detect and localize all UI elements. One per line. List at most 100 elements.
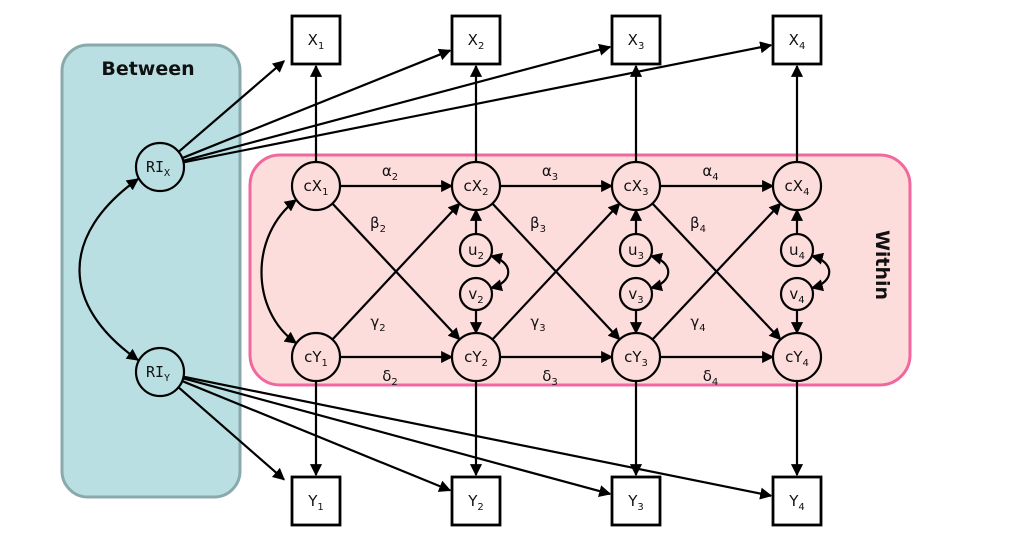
latent-cy1-node [290, 331, 342, 383]
residual-v3-label-base: v [628, 285, 637, 303]
ri-x-to-x3 [182, 43, 612, 162]
ri-x-label-base: RI [146, 158, 164, 176]
observed-x2-label-base: X [468, 31, 478, 49]
within-panel [248, 153, 912, 387]
residual-u3-label-base: u [628, 241, 638, 259]
beta-label-2-base: β [370, 214, 380, 232]
alpha-label-2-subscript: 2 [392, 172, 398, 183]
beta-label-4-base: β [690, 214, 700, 232]
gamma-path-2 [331, 202, 461, 341]
latent-cy2-node [450, 331, 502, 383]
alpha-label-4-base: α [702, 162, 712, 180]
observed-y2-box [450, 475, 502, 527]
observed-y1-box [290, 475, 342, 527]
observed-y2-label-base: Y [467, 492, 478, 510]
residual-v2-label-base: v [468, 285, 477, 303]
beta-label-3: β3 [530, 214, 546, 235]
residual-v4-node [779, 276, 815, 312]
observed-y3-box [610, 475, 662, 527]
alpha-label-3-subscript: 3 [552, 172, 558, 183]
residual-u3-node [618, 232, 654, 268]
ri-x-to-x4 [183, 41, 773, 164]
beta-label-2-subscript: 2 [380, 224, 386, 235]
residual-u4-node [779, 232, 815, 268]
latent-cx2-label-subscript: 2 [482, 187, 488, 198]
u3-v3-covariance [649, 252, 670, 292]
gamma-label-2-subscript: 2 [379, 323, 385, 334]
between-title: Between [101, 58, 194, 80]
nodes-layer: RIXRIYX1Y1cX1cY1X2Y2cX2cY2u2v2X3Y3cX3cY3… [134, 14, 823, 527]
observed-y2-label: Y2 [467, 492, 484, 513]
latent-cx3-label-base: cX [624, 177, 643, 195]
observed-x1-box [290, 14, 342, 66]
latent-cy3-node [610, 331, 662, 383]
observed-x3-label-subscript: 3 [638, 41, 644, 52]
ri-y-to-y3 [182, 377, 612, 497]
delta-label-2: δ2 [382, 367, 398, 388]
observed-y1-label: Y1 [307, 492, 324, 513]
alpha-label-2-base: α [382, 162, 392, 180]
observed-y1-label-subscript: 1 [317, 502, 323, 513]
latent-cx1-label-base: cX [304, 177, 323, 195]
observed-x4-label-subscript: 4 [799, 41, 805, 52]
observed-x4-box [771, 14, 823, 66]
observed-y4-label: Y4 [788, 492, 805, 513]
alpha-label-3-base: α [542, 162, 552, 180]
observed-x1-label: X1 [308, 31, 325, 52]
gamma-label-2: γ2 [370, 313, 385, 334]
residual-u4-label: u4 [789, 241, 805, 262]
ri-y-to-y4 [183, 375, 773, 500]
alpha-label-4-subscript: 4 [712, 172, 718, 183]
latent-cy1-label: cY1 [304, 348, 328, 369]
gamma-label-3-base: γ [530, 313, 539, 331]
ri-y-to-y1 [177, 386, 285, 481]
latent-cx3-label: cX3 [624, 177, 649, 198]
beta-label-3-base: β [530, 214, 540, 232]
beta-label-4-subscript: 4 [700, 224, 706, 235]
residual-v3-node [618, 276, 654, 312]
delta-label-3-base: δ [542, 367, 551, 385]
latent-cy4-label-subscript: 4 [803, 358, 809, 369]
latent-cx2-node [450, 160, 502, 212]
gamma-label-4-subscript: 4 [699, 323, 705, 334]
residual-u2-label-base: u [468, 241, 478, 259]
beta-label-3-subscript: 3 [540, 224, 546, 235]
delta-label-3-subscript: 3 [551, 377, 557, 388]
observed-y2-label-subscript: 2 [477, 502, 483, 513]
ri-y-node [134, 346, 186, 398]
residual-v2-node [458, 276, 494, 312]
observed-x1-label-base: X [308, 31, 318, 49]
residual-u3-label-subscript: 3 [638, 251, 644, 262]
delta-label-2-subscript: 2 [391, 377, 397, 388]
latent-cy3-label-base: cY [624, 348, 642, 366]
u4-v4-covariance [810, 252, 831, 292]
observed-y3-label-base: Y [627, 492, 638, 510]
observed-x4-label: X4 [789, 31, 806, 52]
latent-cy2-label: cY2 [464, 348, 488, 369]
latent-cy2-label-base: cY [464, 348, 482, 366]
ri-y-label-subscript: Y [164, 373, 170, 384]
latent-cy2-label-subscript: 2 [482, 358, 488, 369]
ri-y-label: RIY [146, 363, 170, 384]
observed-x2-label-subscript: 2 [478, 41, 484, 52]
gamma-path-4 [651, 202, 782, 341]
alpha-label-3: α3 [542, 162, 558, 183]
observed-x2-box [450, 14, 502, 66]
delta-label-4: δ4 [703, 367, 719, 388]
observed-x4-label-base: X [789, 31, 799, 49]
residual-u2-node [458, 232, 494, 268]
latent-cx1-label-subscript: 1 [322, 187, 328, 198]
residual-u4-label-subscript: 4 [799, 251, 805, 262]
within-title: Within [871, 230, 893, 300]
latent-cx4-label-subscript: 4 [803, 187, 809, 198]
latent-cy1-label-subscript: 1 [322, 358, 328, 369]
observed-x1-label-subscript: 1 [318, 41, 324, 52]
gamma-path-3 [491, 202, 621, 341]
ri-x-node [134, 141, 186, 193]
observed-y1-label-base: Y [307, 492, 318, 510]
residual-v3-label-subscript: 3 [637, 295, 643, 306]
delta-label-4-base: δ [703, 367, 712, 385]
alpha-label-2: α2 [382, 162, 398, 183]
